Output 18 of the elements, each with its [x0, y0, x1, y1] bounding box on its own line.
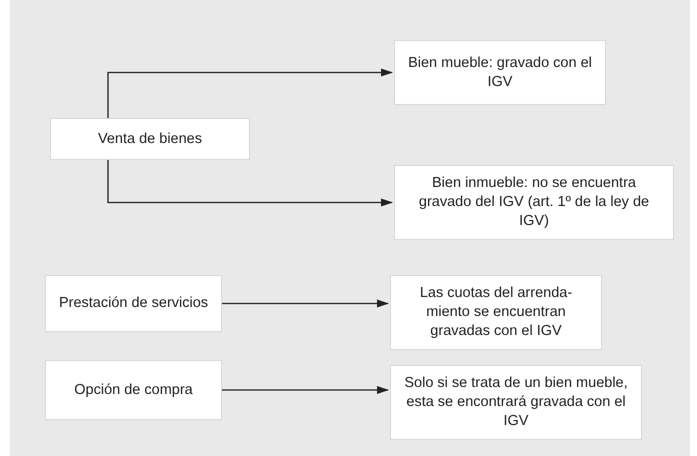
text-box	[390, 275, 602, 350]
arrow	[107, 68, 393, 118]
box-text: Bien inmueble: no se encuentra gravado del IGV (art. 1º de la ley de IGV)	[418, 174, 650, 231]
box-text: Solo si se trata de un bien mueble, esta se encontrará gravada con el IGV	[403, 374, 629, 431]
text-box	[45, 275, 222, 332]
text-box	[50, 118, 250, 160]
text-box	[394, 165, 674, 240]
arrow	[222, 300, 389, 308]
box-text: Bien mueble: gravado con el IGV	[407, 54, 593, 92]
box-text: Las cuotas del arrenda- miento se encuentran gravadas con el IGV	[418, 284, 574, 341]
arrow	[107, 160, 393, 206]
text-box	[394, 40, 606, 105]
arrow	[222, 386, 389, 394]
box-text: Opción de compra	[74, 380, 193, 400]
text-box	[390, 365, 642, 440]
text-box	[45, 360, 222, 420]
box-text: Prestación de servicios	[58, 294, 208, 313]
box-text: Venta de bienes	[98, 130, 202, 148]
